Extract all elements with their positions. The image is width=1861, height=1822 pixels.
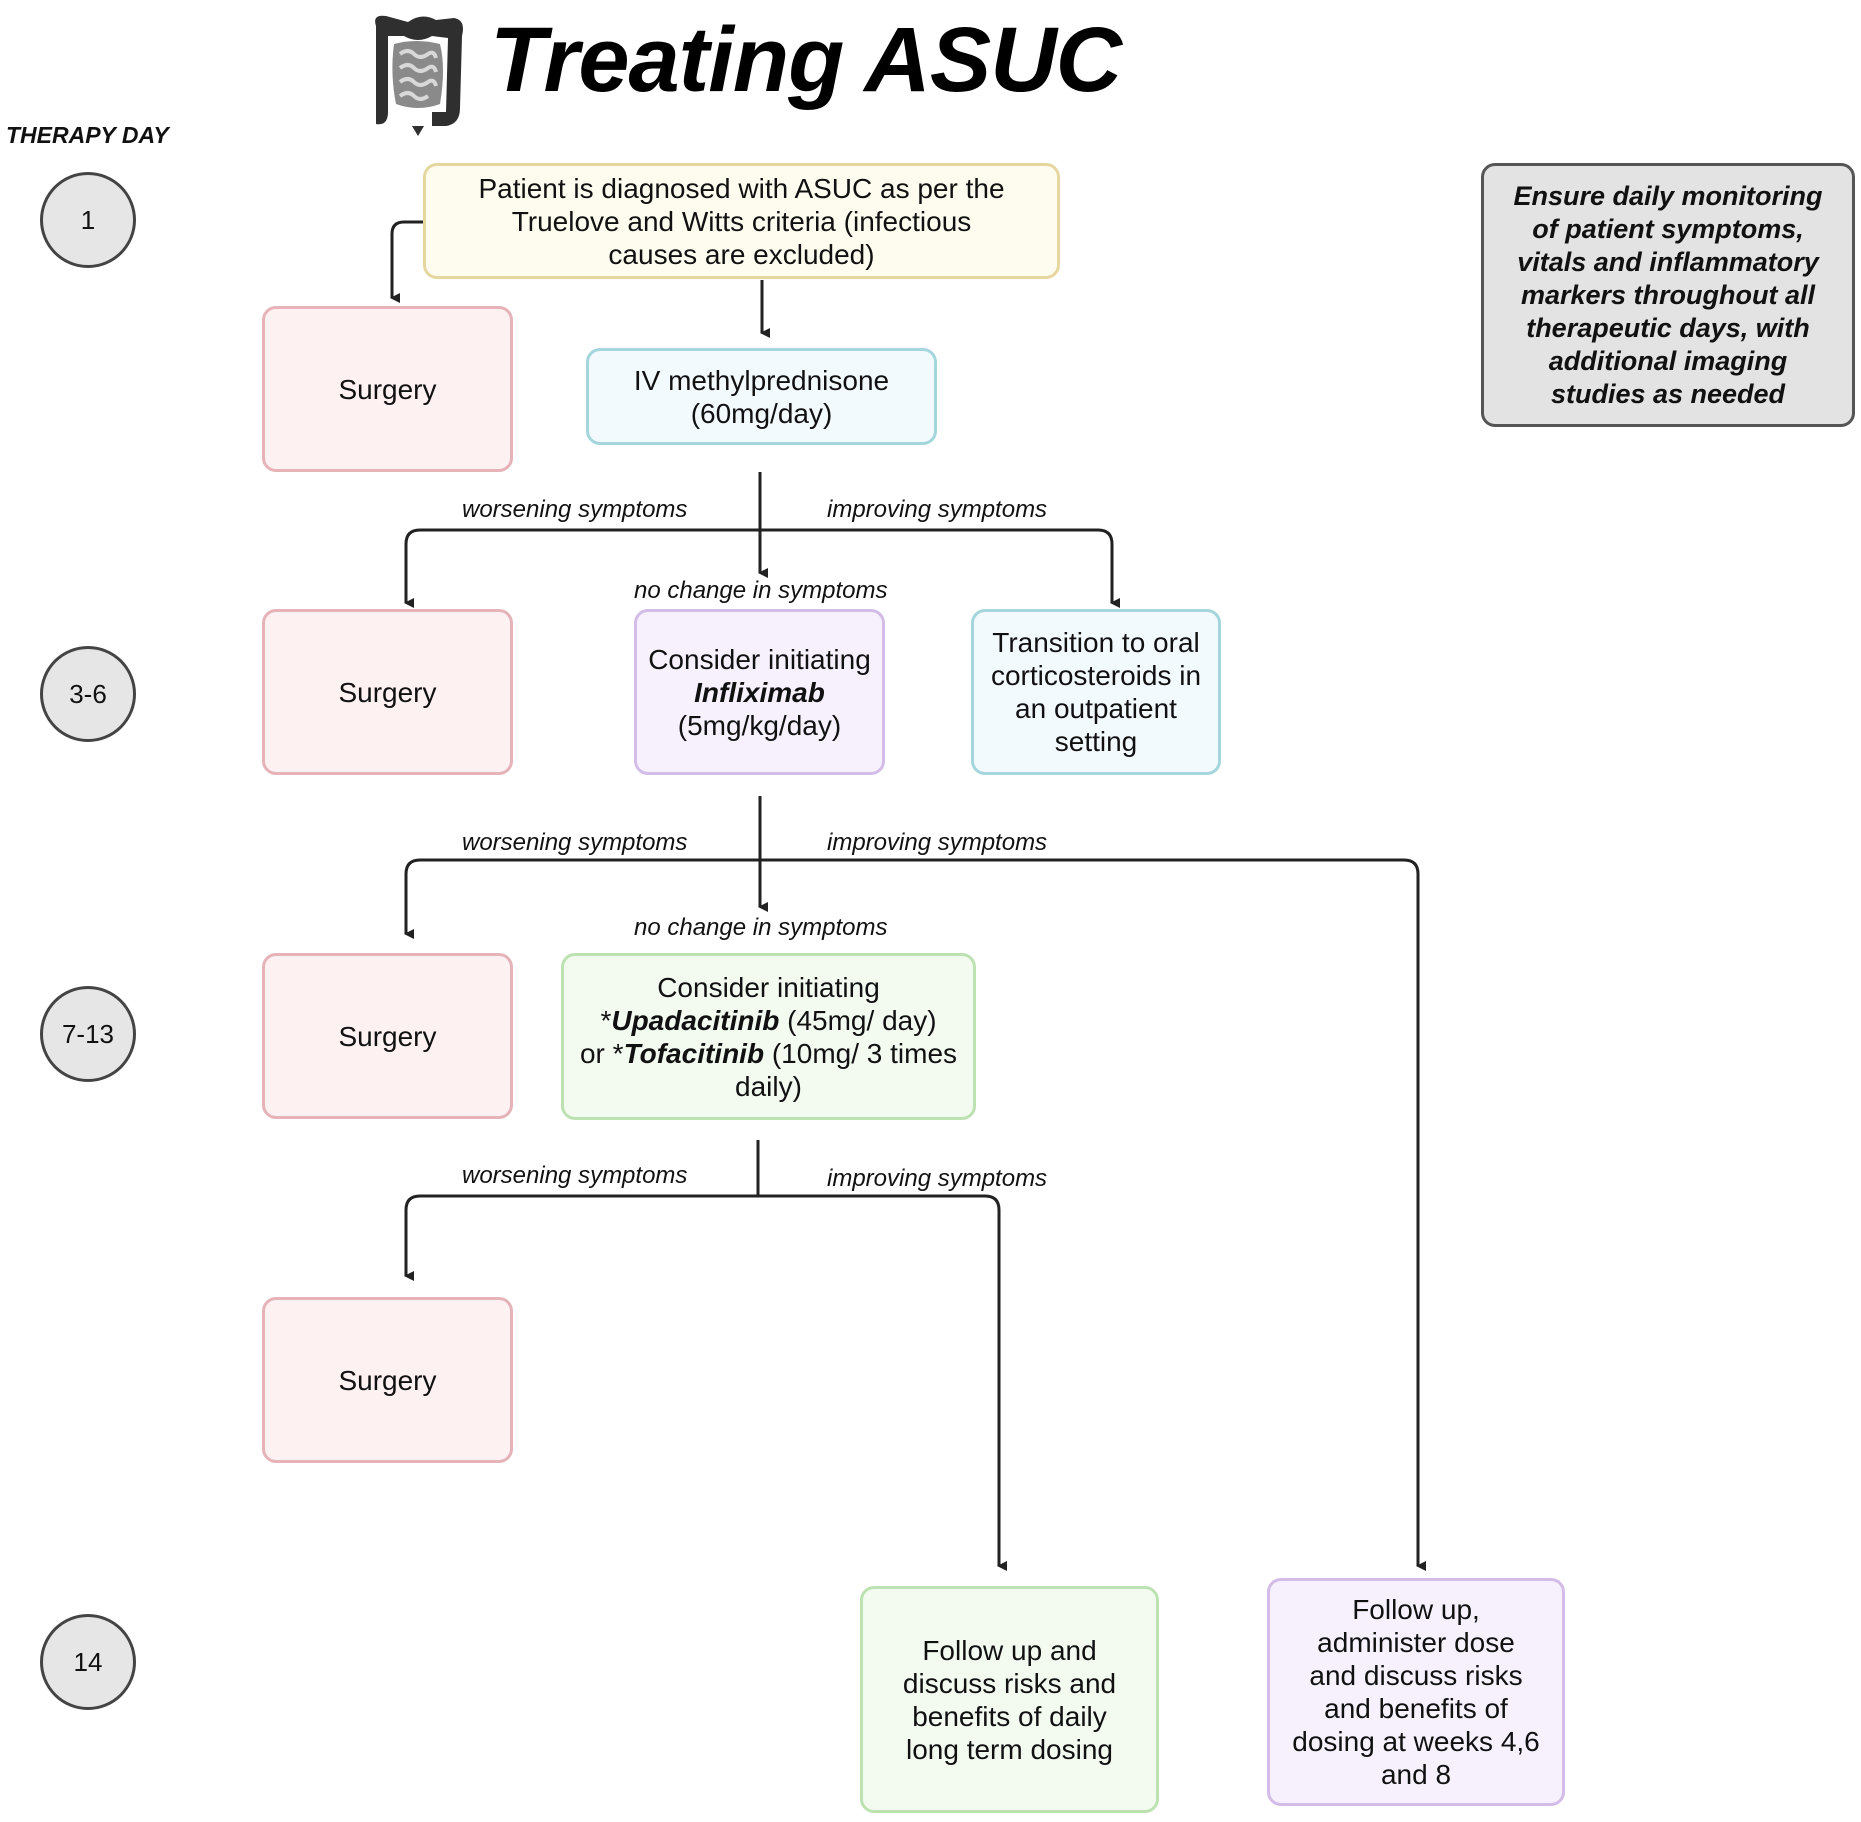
iv-steroid-text: IV methylprednisone (60mg/day) <box>633 364 890 429</box>
edge-label-worsening-3: worsening symptoms <box>462 1162 688 1189</box>
follow-up-weeks-box: Follow up, administer dose and discuss r… <box>1267 1578 1565 1806</box>
day-circle-7-13: 7-13 <box>40 986 136 1082</box>
edge-label-no-change-1: no change in symptoms <box>634 577 888 604</box>
upadacitinib-asterisk: * <box>600 1004 612 1036</box>
upadacitinib-drug-name: Upadacitinib <box>611 1004 780 1036</box>
surgery-text: Surgery <box>338 676 437 708</box>
infliximab-box: Consider initiating Infliximab (5mg/kg/d… <box>634 609 885 775</box>
edge-label-improving-2: improving symptoms <box>827 829 1048 856</box>
upadacitinib-dose: (45mg/ day) <box>787 1004 937 1036</box>
iv-methylprednisone-box: IV methylprednisone (60mg/day) <box>586 348 937 445</box>
surgery-box-day7-13: Surgery <box>262 953 513 1119</box>
surgery-box-day3-6: Surgery <box>262 609 513 775</box>
surgery-box-day1: Surgery <box>262 306 513 472</box>
edge-label-worsening-1: worsening symptoms <box>462 496 688 523</box>
surgery-box-final: Surgery <box>262 1297 513 1463</box>
tofacitinib-asterisk: * <box>612 1037 624 1069</box>
edge-label-improving-1: improving symptoms <box>827 496 1048 523</box>
day-circle-14: 14 <box>40 1614 136 1710</box>
infliximab-text: Consider initiating Infliximab (5mg/kg/d… <box>648 643 871 742</box>
follow-up-daily-text: Follow up and discuss risks and benefits… <box>902 1634 1117 1765</box>
or-text: or <box>579 1037 605 1069</box>
edge-label-improving-3: improving symptoms <box>827 1165 1048 1192</box>
day-circle-1: 1 <box>40 172 136 268</box>
jak-inhibitor-box: Consider initiating *Upadacitinib (45mg/… <box>561 953 976 1120</box>
surgery-text: Surgery <box>338 1020 437 1052</box>
oral-corticosteroids-box: Transition to oral corticosteroids in an… <box>971 609 1221 775</box>
infliximab-dose-text: (5mg/kg/day) <box>677 709 842 741</box>
day-circle-3-6: 3-6 <box>40 646 136 742</box>
therapy-day-label: THERAPY DAY <box>6 122 169 148</box>
edge-label-no-change-2: no change in symptoms <box>634 914 888 941</box>
monitoring-note-text: Ensure daily monitoring of patient sympt… <box>1513 180 1823 409</box>
edge-label-worsening-2: worsening symptoms <box>462 829 688 856</box>
intestine-icon <box>375 15 463 136</box>
surgery-text: Surgery <box>338 1364 437 1396</box>
infliximab-drug-name: Infliximab <box>694 676 825 708</box>
diagnosis-text: Patient is diagnosed with ASUC as per th… <box>478 172 1005 270</box>
page-title: Treating ASUC <box>490 9 1122 111</box>
jak-inhibitor-text: Consider initiating *Upadacitinib (45mg/… <box>578 971 959 1103</box>
tofacitinib-dose: (10mg/ 3 times daily) <box>735 1037 958 1102</box>
follow-up-daily-box: Follow up and discuss risks and benefits… <box>860 1586 1159 1813</box>
follow-up-weeks-text: Follow up, administer dose and discuss r… <box>1292 1594 1540 1790</box>
diagnosis-box: Patient is diagnosed with ASUC as per th… <box>423 163 1060 279</box>
infliximab-pre-text: Consider initiating <box>648 643 871 675</box>
tofacitinib-drug-name: Tofacitinib <box>623 1037 765 1069</box>
oral-steroid-text: Transition to oral corticosteroids in an… <box>990 627 1202 757</box>
monitoring-note-box: Ensure daily monitoring of patient sympt… <box>1481 163 1855 427</box>
jak-pre-text: Consider initiating <box>657 971 880 1003</box>
surgery-text: Surgery <box>338 373 437 405</box>
